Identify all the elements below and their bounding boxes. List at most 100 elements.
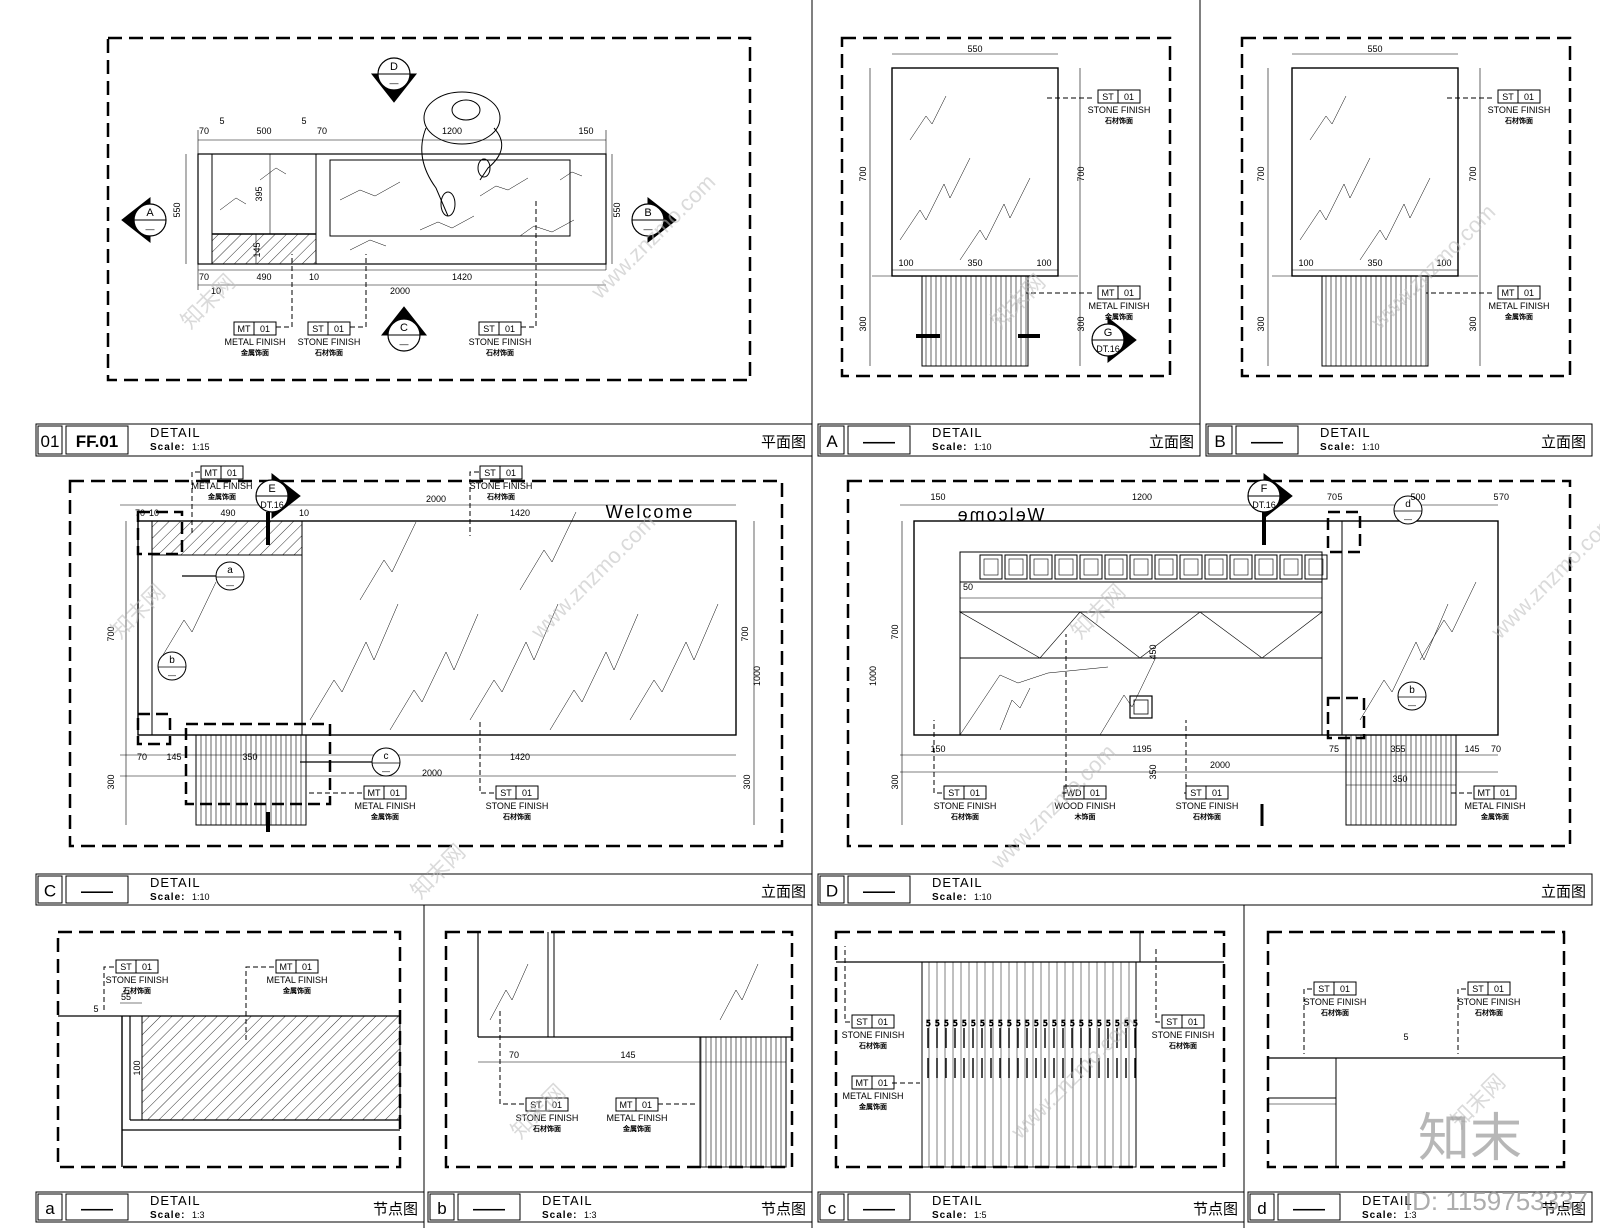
dimension-text: 550 <box>967 44 982 54</box>
bar-label: 5 <box>980 1019 985 1028</box>
panel-title: DETAIL <box>1362 1193 1413 1208</box>
elevation-a <box>869 53 1081 367</box>
callout-ref: — <box>226 581 234 590</box>
dimension-text: 550 <box>172 202 182 217</box>
bar-label: 5 <box>1025 1019 1030 1028</box>
dimension-text: 70 <box>137 752 147 762</box>
detail-callout: a— <box>215 561 245 591</box>
tag-english: METAL FINISH <box>842 1091 903 1101</box>
dimension-text: 700 <box>1076 166 1086 181</box>
scale-value: 1:3 <box>584 1210 597 1220</box>
tag-english: STONE FINISH <box>298 337 361 347</box>
tag-number: 01 <box>1524 288 1534 298</box>
dimension-text: 700 <box>106 626 116 641</box>
bar-label: 5 <box>1133 1019 1138 1028</box>
tag-code: ST <box>948 788 960 798</box>
tag-code: MT <box>280 962 293 972</box>
dimension-text: 300 <box>106 774 116 789</box>
callout-ref: — <box>1408 701 1416 710</box>
panel-code: —— <box>473 1201 505 1218</box>
bar-label: 5 <box>1088 1019 1093 1028</box>
tag-english: METAL FINISH <box>266 975 327 985</box>
marker-ref: — <box>390 78 399 88</box>
socket-panel <box>1104 554 1128 580</box>
dimension-text: 2000 <box>1210 760 1230 770</box>
watermark-text: 知末网 <box>406 839 470 903</box>
dimension-text: 150 <box>930 744 945 754</box>
tag-chinese: 金属饰面 <box>1504 312 1533 321</box>
tag-english: STONE FINISH <box>106 975 169 985</box>
dimension-text: 700 <box>740 626 750 641</box>
tag-code: ST <box>1190 788 1202 798</box>
dimension-text: 355 <box>1390 744 1405 754</box>
tag-chinese: 金属饰面 <box>858 1102 887 1111</box>
panel-id: C <box>44 882 56 901</box>
dimension-text: 2000 <box>422 768 442 778</box>
section-marker-a: A— <box>121 196 167 244</box>
bar-label: 5 <box>1115 1019 1120 1028</box>
tag-code: ST <box>483 324 495 334</box>
view-type: 节点图 <box>1193 1201 1238 1218</box>
scale-value: 1:3 <box>192 1210 205 1220</box>
scale-value: 1:3 <box>1404 1210 1417 1220</box>
tag-number: 01 <box>260 324 270 334</box>
panel-id: D <box>826 882 838 901</box>
tag-number: 01 <box>522 788 532 798</box>
tag-english: STONE FINISH <box>1088 105 1151 115</box>
marker-letter: G <box>1104 327 1113 339</box>
tag-chinese: 石材饰面 <box>1168 1041 1197 1050</box>
dimension-text: 10 <box>211 286 221 296</box>
callout-letter: a <box>227 565 233 576</box>
tag-code: MT <box>368 788 381 798</box>
sheet-grid <box>423 0 1245 1228</box>
watermark-id: ID: 1159753337 <box>1405 1186 1588 1216</box>
detail-callout: d— <box>1393 495 1423 525</box>
tag-chinese: 木饰面 <box>1074 812 1096 821</box>
tag-code: ST <box>1318 984 1330 994</box>
bar-label: 5 <box>1061 1019 1066 1028</box>
dimension-text: 70 <box>509 1050 519 1060</box>
dimension-text: 5 <box>93 1004 98 1014</box>
panel-id: A <box>826 432 838 451</box>
socket-panel <box>1129 554 1153 580</box>
tag-english: STONE FINISH <box>934 801 997 811</box>
dimension-text: 100 <box>1298 258 1313 268</box>
panel-title: DETAIL <box>150 875 201 890</box>
callout-letter: b <box>169 655 175 666</box>
tag-chinese: 金属饰面 <box>370 812 399 821</box>
tag-chinese: 石材饰面 <box>122 986 151 995</box>
dimension-text: 300 <box>742 774 752 789</box>
panel-id: b <box>437 1199 446 1218</box>
dimension-text: 490 <box>220 508 235 518</box>
panel-id: c <box>828 1199 837 1218</box>
panel-code: —— <box>863 884 895 901</box>
socket-panel <box>1054 554 1078 580</box>
dimension-text: 500 <box>256 126 271 136</box>
tag-chinese: 金属饰面 <box>207 492 236 501</box>
bar-label: 5 <box>1079 1019 1084 1028</box>
dimension-text: 5 <box>1403 1032 1408 1042</box>
tag-number: 01 <box>970 788 980 798</box>
marker-ref: DT.16 <box>1096 344 1120 354</box>
tag-english: STONE FINISH <box>1488 105 1551 115</box>
frame-node-c <box>834 930 1226 1169</box>
callout-ref: — <box>168 671 176 680</box>
panel-title: DETAIL <box>1320 425 1371 440</box>
frame-elev-d <box>846 479 1572 848</box>
view-type: 节点图 <box>761 1201 806 1218</box>
dimension-text: 2000 <box>426 494 446 504</box>
watermark-text: www.znzmo.com <box>525 509 660 644</box>
dimension-text: 70 <box>199 126 209 136</box>
section-marker-e: EDT.16 <box>255 472 301 520</box>
scale-label: Scale: <box>150 442 185 453</box>
detail-callout: b— <box>1397 681 1427 711</box>
tag-chinese: 石材饰面 <box>1192 812 1221 821</box>
